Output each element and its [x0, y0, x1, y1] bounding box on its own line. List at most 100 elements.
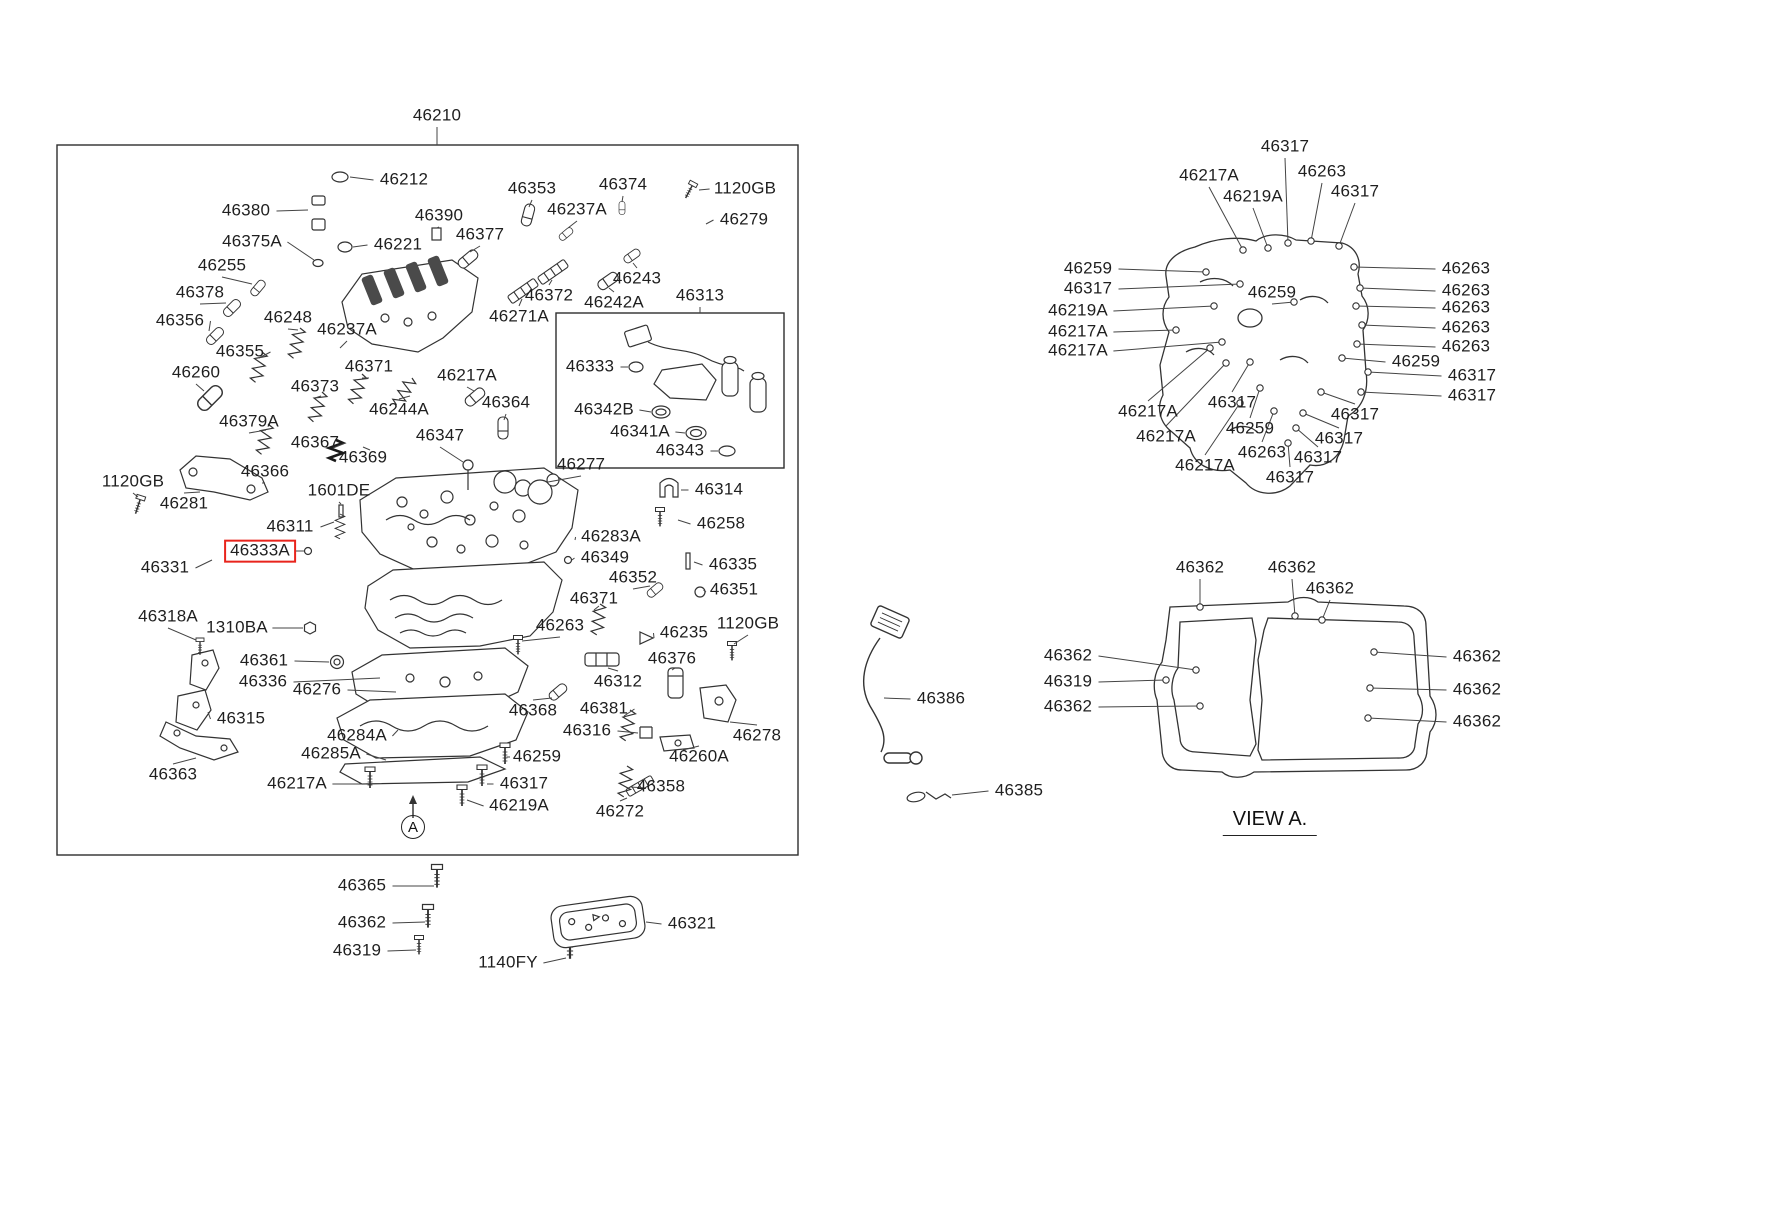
part-label-46317: 46317: [1314, 428, 1364, 448]
part-label-46374: 46374: [598, 174, 648, 194]
part-label-46317: 46317: [499, 773, 549, 793]
part-label-46371: 46371: [569, 588, 619, 608]
part-label-46390: 46390: [414, 205, 464, 225]
part-label-46263: 46263: [1297, 161, 1347, 181]
part-label-46263: 46263: [1237, 442, 1287, 462]
part-label-46217a: 46217A: [437, 365, 497, 385]
part-label-46376: 46376: [647, 648, 697, 668]
part-label-46285a: 46285A: [301, 743, 361, 763]
part-label-46237a: 46237A: [547, 199, 607, 219]
part-label-46314: 46314: [694, 479, 744, 499]
part-label-46371: 46371: [344, 356, 394, 376]
cover-plate-drawing: [1153, 596, 1437, 778]
part-label-46343: 46343: [655, 440, 705, 460]
part-label-46278: 46278: [732, 725, 782, 745]
part-label-46365: 46365: [337, 875, 387, 895]
part-label-46219a: 46219A: [489, 795, 549, 815]
part-label-46317: 46317: [1260, 136, 1310, 156]
solenoid-assembly-drawing: [555, 312, 785, 469]
part-label-46317: 46317: [1447, 365, 1497, 385]
part-label-46319: 46319: [332, 940, 382, 960]
part-label-46333: 46333: [565, 356, 615, 376]
part-label-46259: 46259: [512, 746, 562, 766]
part-label-46362: 46362: [1452, 679, 1502, 699]
main-assembly-outline: [56, 144, 799, 856]
part-label-46366: 46366: [240, 461, 290, 481]
part-label-46351: 46351: [709, 579, 759, 599]
part-label-46263: 46263: [1441, 280, 1491, 300]
part-label-46362: 46362: [1452, 711, 1502, 731]
part-label-46317: 46317: [1330, 404, 1380, 424]
part-label-46342b: 46342B: [574, 399, 634, 419]
part-label-46385: 46385: [994, 780, 1044, 800]
part-label-1120gb: 1120GB: [716, 613, 780, 633]
part-label-46362: 46362: [1452, 646, 1502, 666]
part-label-46244a: 46244A: [369, 399, 429, 419]
part-label-46368: 46368: [508, 700, 558, 720]
part-label-46217a: 46217A: [1136, 426, 1196, 446]
view-a-label: VIEW A.: [1222, 808, 1318, 836]
part-label-46279: 46279: [719, 209, 769, 229]
part-label-46217a: 46217A: [1179, 165, 1239, 185]
part-label-46380: 46380: [221, 200, 271, 220]
part-label-46363: 46363: [148, 764, 198, 784]
part-label-46263: 46263: [1441, 317, 1491, 337]
part-label-1140fy: 1140FY: [478, 952, 538, 972]
part-label-46237a: 46237A: [317, 319, 377, 339]
part-label-46331: 46331: [140, 557, 190, 577]
part-label-46364: 46364: [481, 392, 531, 412]
part-label-46321: 46321: [667, 913, 717, 933]
part-label-46361: 46361: [239, 650, 289, 670]
view-marker-a: A: [401, 815, 425, 839]
part-label-46362: 46362: [1043, 645, 1093, 665]
part-label-46243: 46243: [612, 268, 662, 288]
part-label-46263: 46263: [535, 615, 585, 635]
part-label-46355: 46355: [215, 341, 265, 361]
part-label-46317: 46317: [1207, 392, 1257, 412]
part-label-46336: 46336: [238, 671, 288, 691]
part-label-46317: 46317: [1293, 447, 1343, 467]
part-label-46316: 46316: [562, 720, 612, 740]
part-label-46217a: 46217A: [1048, 340, 1108, 360]
part-label-46258: 46258: [696, 513, 746, 533]
part-label-46358: 46358: [636, 776, 686, 796]
part-label-46315: 46315: [216, 708, 266, 728]
part-label-46377: 46377: [455, 224, 505, 244]
part-label-46255: 46255: [197, 255, 247, 275]
part-label-46341a: 46341A: [610, 421, 670, 441]
part-label-46242a: 46242A: [584, 292, 644, 312]
part-label-46317: 46317: [1063, 278, 1113, 298]
part-label-46260a: 46260A: [669, 746, 729, 766]
part-label-46356: 46356: [155, 310, 205, 330]
part-label-46367: 46367: [290, 432, 340, 452]
part-label-46352: 46352: [608, 567, 658, 587]
part-label-1120gb: 1120GB: [101, 471, 165, 491]
part-label-1601de: 1601DE: [307, 480, 371, 500]
part-label-1120gb: 1120GB: [713, 178, 777, 198]
part-label-46317: 46317: [1265, 467, 1315, 487]
part-label-46272: 46272: [595, 801, 645, 821]
part-label-46312: 46312: [593, 671, 643, 691]
part-label-46263: 46263: [1441, 297, 1491, 317]
part-label-46319: 46319: [1043, 671, 1093, 691]
part-label-46347: 46347: [415, 425, 465, 445]
harness-drawing: [863, 605, 923, 765]
part-label-46372: 46372: [524, 285, 574, 305]
part-label-46217a: 46217A: [1118, 401, 1178, 421]
part-label-1310ba: 1310BA: [206, 617, 268, 637]
part-label-46263: 46263: [1441, 336, 1491, 356]
part-label-46271a: 46271A: [489, 306, 549, 326]
part-label-46353: 46353: [507, 178, 557, 198]
part-label-46259: 46259: [1391, 351, 1441, 371]
part-label-46276: 46276: [292, 679, 342, 699]
part-label-46235: 46235: [659, 622, 709, 642]
part-label-46217a: 46217A: [1048, 321, 1108, 341]
part-label-46335: 46335: [708, 554, 758, 574]
part-label-46378: 46378: [175, 282, 225, 302]
part-label-46362: 46362: [337, 912, 387, 932]
gasket-plate-drawing: [1158, 234, 1369, 494]
part-label-46313: 46313: [675, 285, 725, 305]
leader-lines: [132, 127, 1447, 964]
part-label-46259: 46259: [1225, 418, 1275, 438]
